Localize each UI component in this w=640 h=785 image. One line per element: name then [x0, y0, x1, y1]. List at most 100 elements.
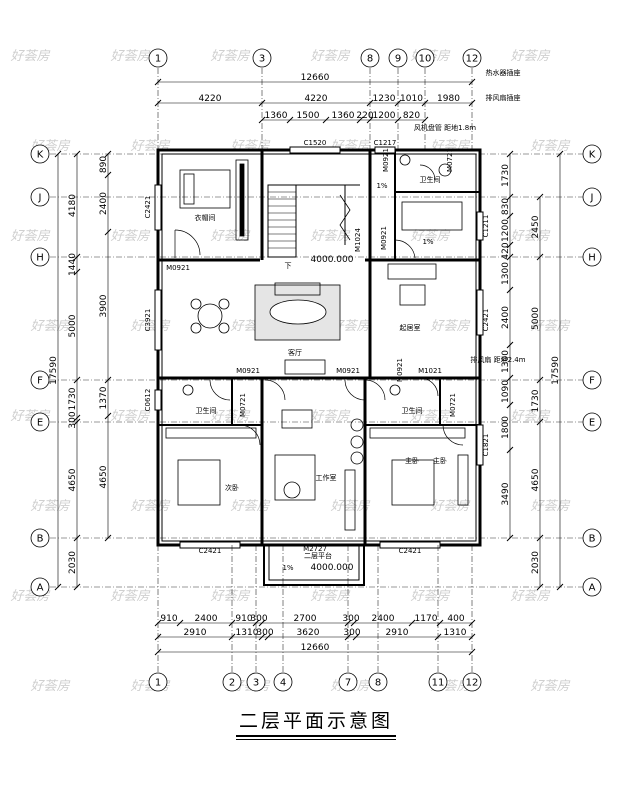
grid-bubble-bottom-label: 8 — [375, 678, 381, 689]
watermark-text: 好荟房 — [430, 319, 470, 334]
dimension-tick — [506, 150, 514, 158]
room-label: 工作室 — [316, 473, 337, 482]
dimension-text: 2400 — [501, 306, 511, 329]
grid-bubble-right-label: K — [589, 150, 596, 161]
watermark-text: 好荟房 — [30, 499, 70, 514]
dimension-text: 1310 — [444, 628, 467, 638]
window-tag: C2421 — [144, 196, 152, 219]
watermark-text: 好荟房 — [530, 139, 570, 154]
grid-bubble-right — [582, 370, 602, 390]
room-label: 主卧 — [405, 456, 419, 465]
dimension-text: 1170 — [415, 614, 438, 624]
dimension-tick — [154, 78, 162, 86]
grid-bubble-right — [582, 577, 602, 597]
dimension-text: 1200 — [373, 111, 396, 121]
dimension-text: 2910 — [386, 628, 409, 638]
dimension-tick — [228, 619, 236, 627]
dimension-text: 1310 — [236, 628, 259, 638]
annotation-note: 风机盘管 距地1.8m — [414, 123, 476, 132]
doors — [174, 164, 464, 446]
dimension-text: 4650 — [68, 468, 78, 491]
dimension-text: 1230 — [373, 94, 396, 104]
room-label: 卫生间 — [420, 175, 441, 184]
grid-bubble-right-label: F — [589, 376, 595, 387]
watermark-text: 好荟房 — [430, 499, 470, 514]
dimension-tick — [228, 633, 236, 641]
grid-bubble-top — [462, 48, 482, 68]
dimension-tick — [506, 534, 514, 542]
dimension-text: 3620 — [297, 628, 320, 638]
dimension-tick — [73, 414, 81, 422]
door-tag: M0721 — [449, 393, 457, 417]
door-tag: M0921 — [236, 367, 260, 375]
dimension-text: 17590 — [551, 356, 561, 385]
grid-bubble-right — [582, 412, 602, 432]
dimension-text: 300 — [256, 628, 273, 638]
watermark-text: 好荟房 — [410, 589, 450, 604]
door-tag: M1021 — [418, 367, 442, 375]
grid-bubble-top — [388, 48, 408, 68]
window-tag: C0612 — [144, 389, 152, 412]
dimension-text: 1730 — [68, 387, 78, 410]
grid-bubble-left-label: H — [36, 253, 44, 264]
dimension-tick — [506, 341, 514, 349]
dimension-text: 2400 — [195, 614, 218, 624]
grid-bubble-bottom — [428, 672, 448, 692]
dimension-text: 830 — [501, 198, 511, 215]
watermark-text: 好荟房 — [510, 589, 550, 604]
window-tag: C2421 — [482, 309, 490, 332]
dimension-tick — [366, 116, 374, 124]
window-tag: C2421 — [399, 547, 422, 555]
dimension-text: 910 — [160, 614, 177, 624]
watermark-text: 好荟房 — [330, 319, 370, 334]
grid-bubble-top-label: 3 — [259, 54, 265, 65]
watermark-text: 好荟房 — [210, 229, 250, 244]
dimension-text: 17590 — [49, 356, 59, 385]
dimension-text: 300 — [342, 614, 359, 624]
watermark-text: 好荟房 — [530, 679, 570, 694]
grid-bubble-bottom — [246, 672, 266, 692]
dimension-tick — [154, 633, 162, 641]
dimension-tick — [421, 116, 429, 124]
dimension-text: 420 — [501, 242, 511, 259]
dimension-tick — [73, 534, 81, 542]
dimension-tick — [408, 619, 416, 627]
door-tag: M1024 — [354, 228, 362, 252]
annotation-note: 热水器插座 — [486, 68, 521, 77]
dimension-text: 1980 — [437, 94, 460, 104]
dimension-text: 4220 — [199, 94, 222, 104]
watermark-text: 好荟房 — [330, 499, 370, 514]
grid-bubble-left — [30, 247, 50, 267]
dimension-tick — [468, 78, 476, 86]
watermark-text: 好荟房 — [310, 229, 350, 244]
grid-bubble-left-label: E — [37, 418, 43, 429]
room-label: 次卧 — [225, 483, 239, 492]
furniture — [165, 154, 469, 531]
grid-bubble-bottom-label: 2 — [229, 678, 235, 689]
grid-bubble-bottom-label: 4 — [280, 678, 286, 689]
dimension-tick — [258, 619, 266, 627]
windows — [154, 146, 484, 549]
dimension-text: 2700 — [294, 614, 317, 624]
dimension-text: 1730 — [531, 389, 541, 412]
window-tag: C1217 — [374, 139, 397, 147]
grid-bubble-left — [30, 412, 50, 432]
dimension-tick — [54, 150, 62, 158]
grid-bubble-right-label: A — [589, 583, 596, 594]
watermark-text: 好荟房 — [110, 229, 150, 244]
watermark-text: 好荟房 — [30, 679, 70, 694]
dimension-tick — [252, 619, 260, 627]
slope-mark: 1% — [282, 564, 293, 572]
watermark-text: 好荟房 — [510, 409, 550, 424]
dimension-text: 1730 — [501, 164, 511, 187]
door-tag: M0921 — [382, 148, 390, 172]
dimension-text: 4650 — [531, 468, 541, 491]
watermark-text: 好荟房 — [110, 589, 150, 604]
dimension-text: 890 — [99, 156, 109, 173]
dimension-tick — [104, 150, 112, 158]
dimension-tick — [54, 583, 62, 591]
grid-bubble-left-label: F — [37, 376, 43, 387]
watermark-text: 好荟房 — [530, 499, 570, 514]
